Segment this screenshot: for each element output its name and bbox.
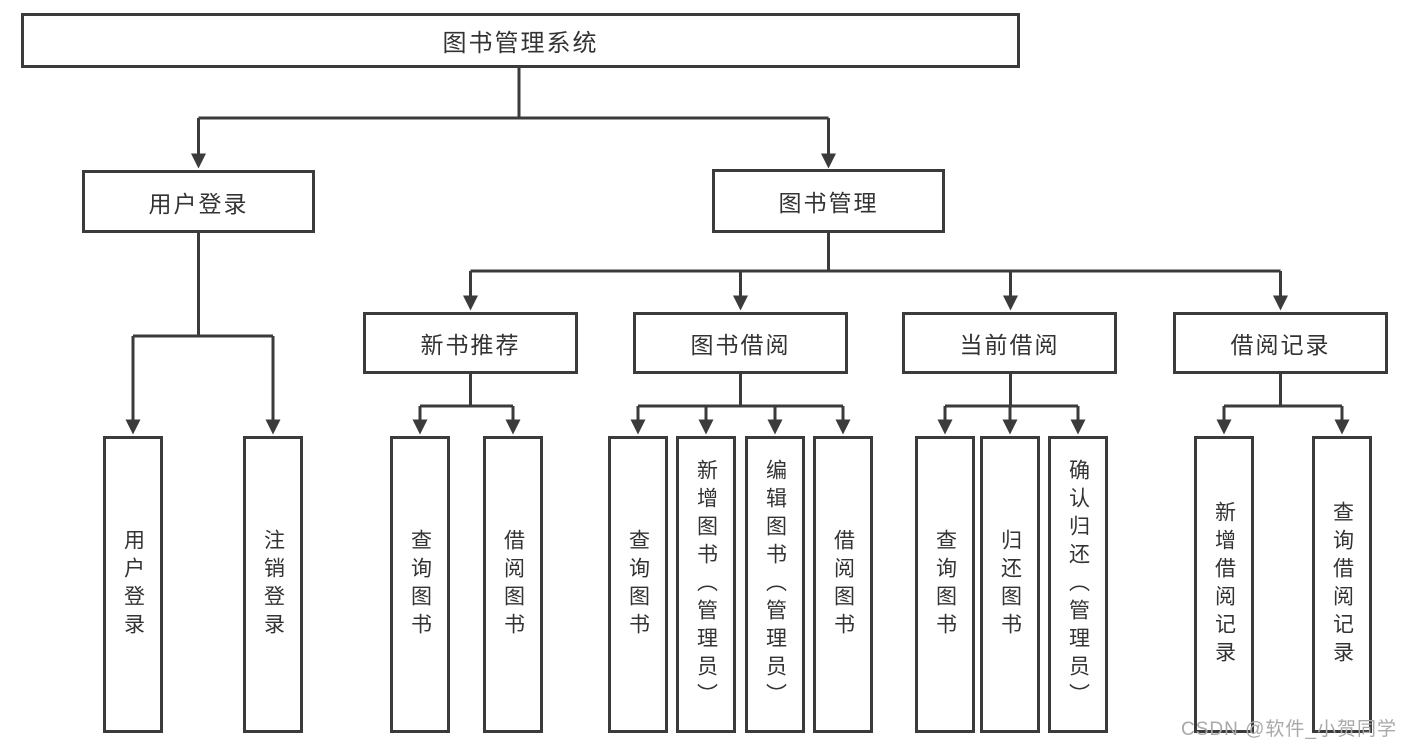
node-book-borrow: 图书借阅 [633,312,848,374]
node-label: 图书管理 [778,190,879,216]
node-label: 图书借阅 [690,332,791,358]
node-label: 查询图书 [408,528,432,641]
leaf-recommend-borrow-books: 借阅图书 [483,436,543,733]
csdn-watermark: CSDN @软件_小贺同学 [1181,719,1397,740]
node-label: 查询图书 [626,528,650,641]
node-label: 查询借阅记录 [1330,500,1354,669]
node-user-login: 用户登录 [82,170,315,233]
node-label: 确认归还（管理员） [1066,458,1090,711]
node-label: 用户登录 [148,190,249,217]
node-new-book-recommend: 新书推荐 [363,312,578,374]
node-label: 新书推荐 [420,332,521,358]
node-label: 用户登录 [121,528,145,641]
leaf-add-borrow-record: 新增借阅记录 [1194,436,1254,733]
node-label: 借阅记录 [1230,332,1331,358]
leaf-add-books-admin: 新增图书（管理员） [676,436,736,733]
leaf-recommend-query-books: 查询图书 [390,436,450,733]
node-root-system: 图书管理系统 [21,13,1020,68]
node-label: 归还图书 [998,528,1022,641]
node-label: 借阅图书 [831,528,855,641]
leaf-current-query-books: 查询图书 [915,436,975,733]
leaf-borrow-query-books: 查询图书 [608,436,668,733]
node-label: 编辑图书（管理员） [763,458,787,711]
leaf-edit-books-admin: 编辑图书（管理员） [745,436,805,733]
leaf-borrow-books: 借阅图书 [813,436,873,733]
node-label: 新增借阅记录 [1212,500,1236,669]
node-borrow-records: 借阅记录 [1173,312,1388,374]
leaf-query-borrow-record: 查询借阅记录 [1312,436,1372,733]
node-label: 注销登录 [261,528,285,641]
node-label: 新增图书（管理员） [694,458,718,711]
leaf-confirm-return-admin: 确认归还（管理员） [1048,436,1108,733]
node-label: 查询图书 [933,528,957,641]
node-book-management: 图书管理 [712,169,945,233]
leaf-logout: 注销登录 [243,436,303,733]
node-label: 图书管理系统 [442,30,599,57]
leaf-return-books: 归还图书 [980,436,1040,733]
node-label: 当前借阅 [959,332,1060,358]
node-label: 借阅图书 [501,528,525,641]
node-current-borrow: 当前借阅 [902,312,1117,374]
leaf-user-login: 用户登录 [103,436,163,733]
